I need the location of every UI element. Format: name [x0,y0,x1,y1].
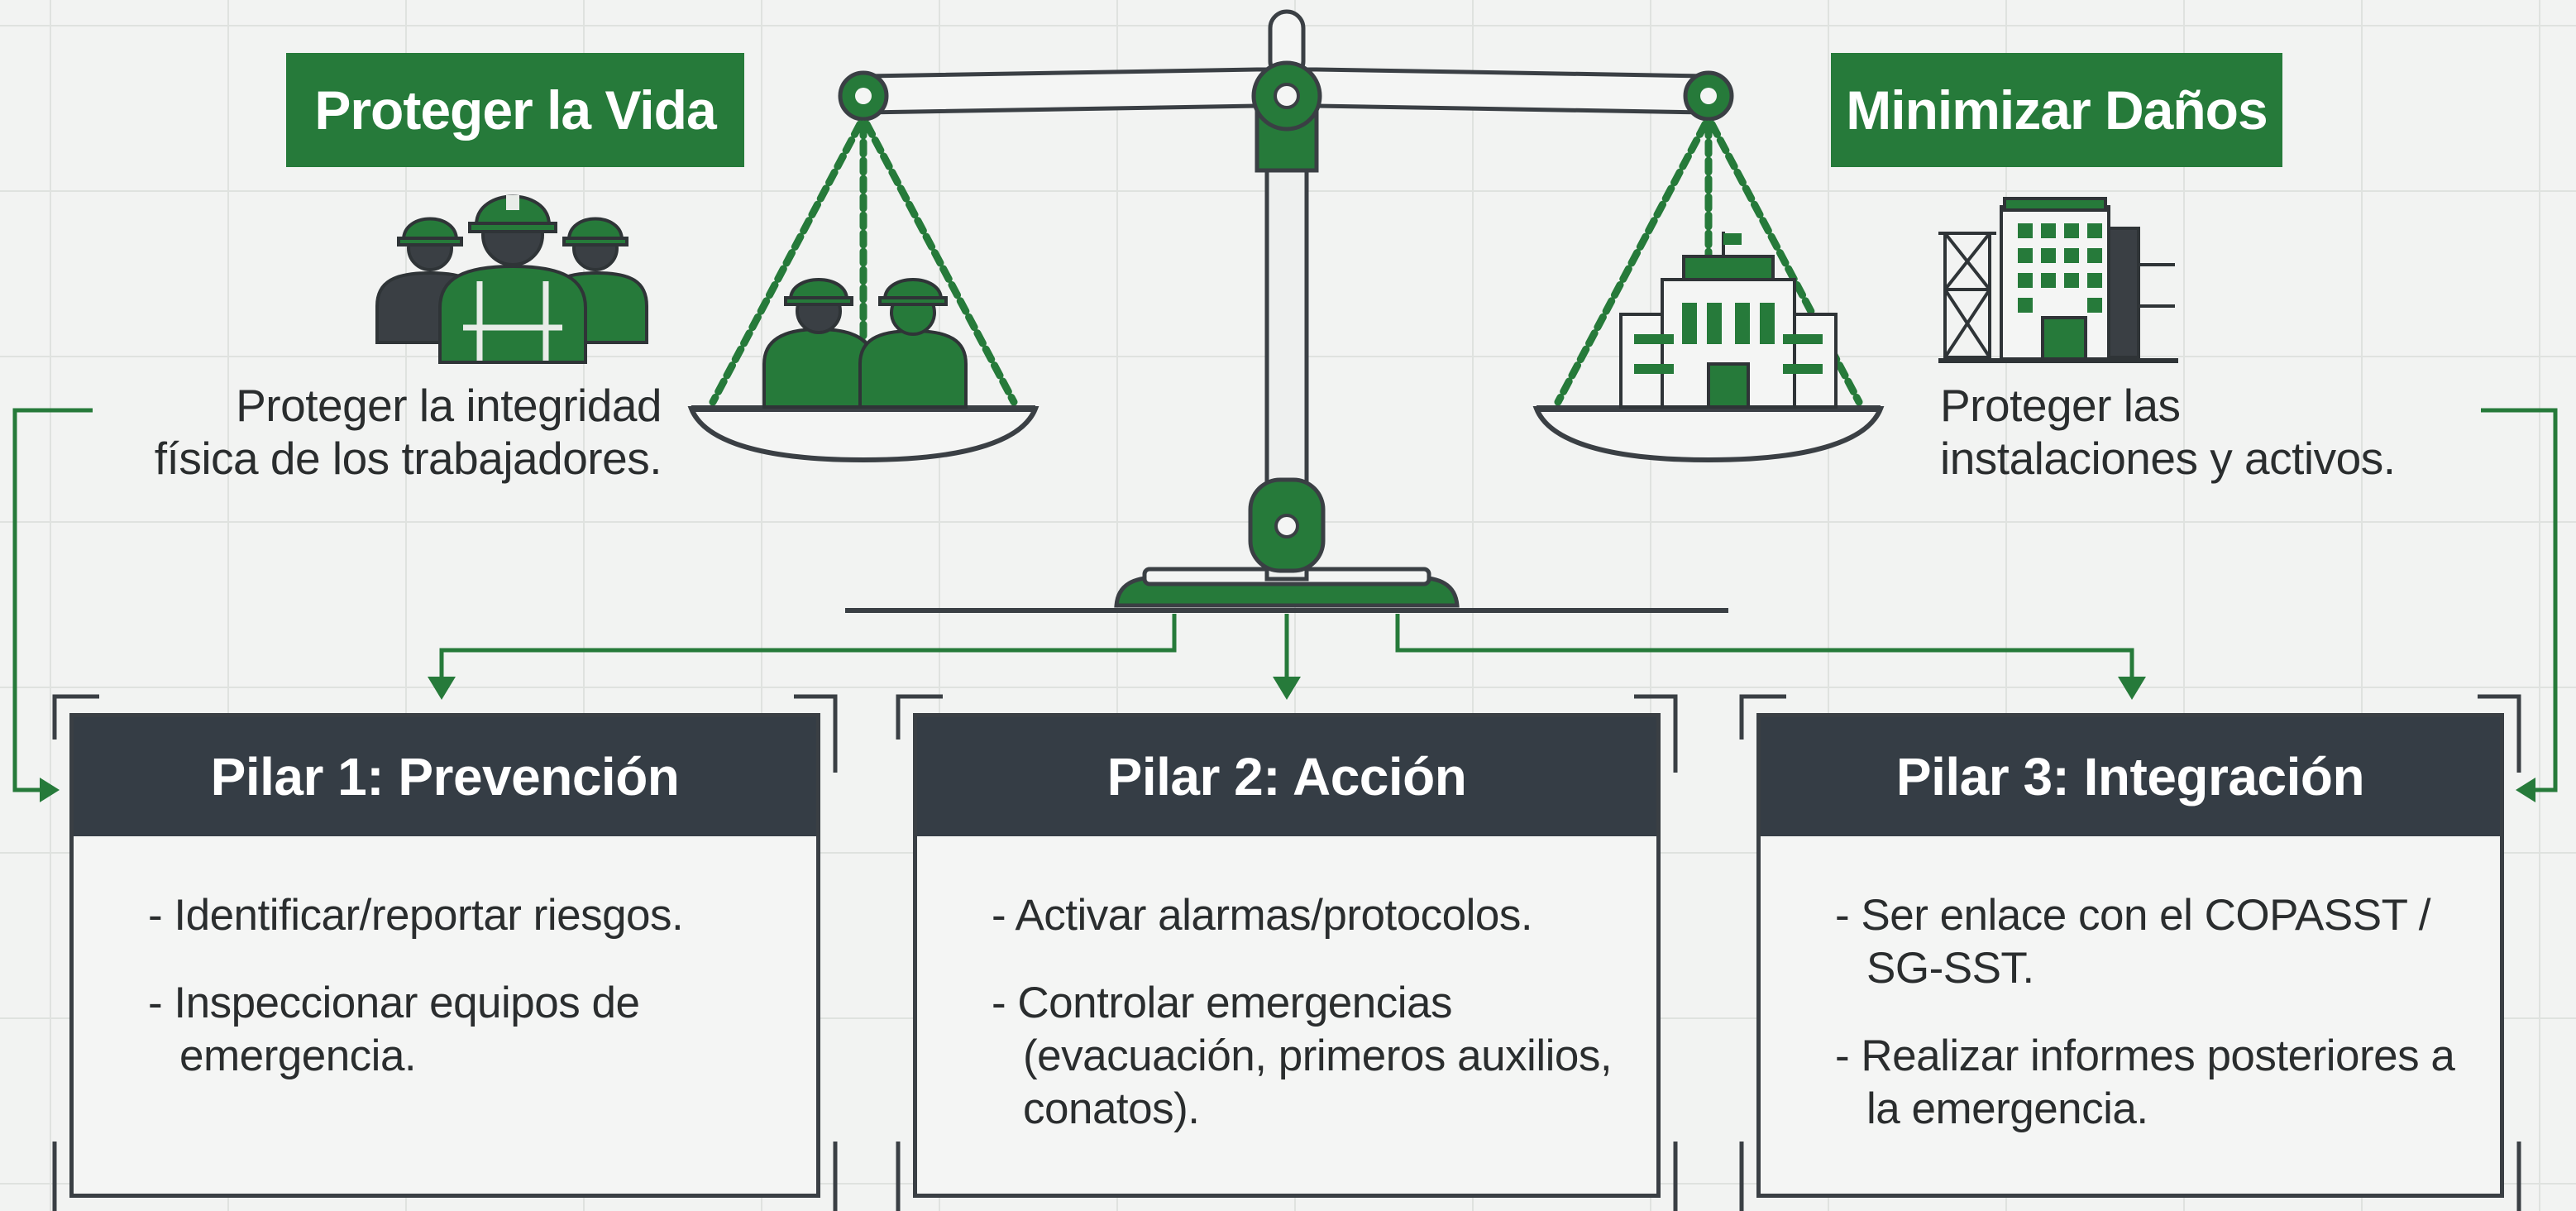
arrowhead-pillar-1 [428,677,456,700]
pillar-item: Ser enlace con el COPASST / SG-SST. [1835,889,2467,995]
banner-proteger-la-vida: Proteger la Vida [286,53,744,167]
caption-right: Proteger las instalaciones y activos. [1940,380,2396,484]
pillar-item-list: Identificar/reportar riesgos. Inspeccion… [74,836,816,1083]
arrowhead-left-side [40,778,60,802]
right-pan [1532,406,1885,463]
building-icon [1619,232,1838,409]
building-scaffold-icon [1938,197,2178,363]
balance-scale-icon [687,9,1885,613]
pillar-item: Inspeccionar equipos de emergencia. [148,977,783,1083]
pillar-title: Pilar 3: Integración [1761,717,2500,836]
workers-group-icon [375,194,648,364]
banner-minimizar-danos: Minimizar Daños [1831,53,2282,167]
left-pan [687,406,1039,463]
arrowhead-pillar-3 [2118,677,2146,700]
pillar-item: Controlar emergencias (evacuación, prime… [992,977,1623,1136]
arrow-to-pillar-1 [439,614,1177,677]
arrow-to-pillar-3 [1395,614,2134,677]
pillar-card-integracion: Pilar 3: Integración Ser enlace con el C… [1756,713,2504,1198]
arrow-left-side [12,408,93,792]
workers-icon [762,278,968,409]
pillar-item: Activar alarmas/protocolos. [992,889,1623,942]
arrowhead-right-side [2516,778,2535,802]
pillar-card-prevencion: Pilar 1: Prevención Identificar/reportar… [69,713,820,1198]
pillar-item-list: Ser enlace con el COPASST / SG-SST. Real… [1761,836,2500,1136]
pillar-item-list: Activar alarmas/protocolos. Controlar em… [917,836,1656,1136]
pillar-card-accion: Pilar 2: Acción Activar alarmas/protocol… [913,713,1661,1198]
pillar-item: Identificar/reportar riesgos. [148,889,783,942]
left-pan-chains [709,120,1018,406]
pillar-title: Pilar 2: Acción [917,717,1656,836]
caption-left: Proteger la integridad física de los tra… [154,380,662,484]
arrowhead-pillar-2 [1273,677,1301,700]
arrow-right-side [2481,408,2558,792]
pillar-item: Realizar informes posteriores a la emerg… [1835,1030,2467,1136]
connector-arrows [12,408,2558,802]
pillar-title: Pilar 1: Prevención [74,717,816,836]
pillar-frame-brackets [52,694,2521,1211]
